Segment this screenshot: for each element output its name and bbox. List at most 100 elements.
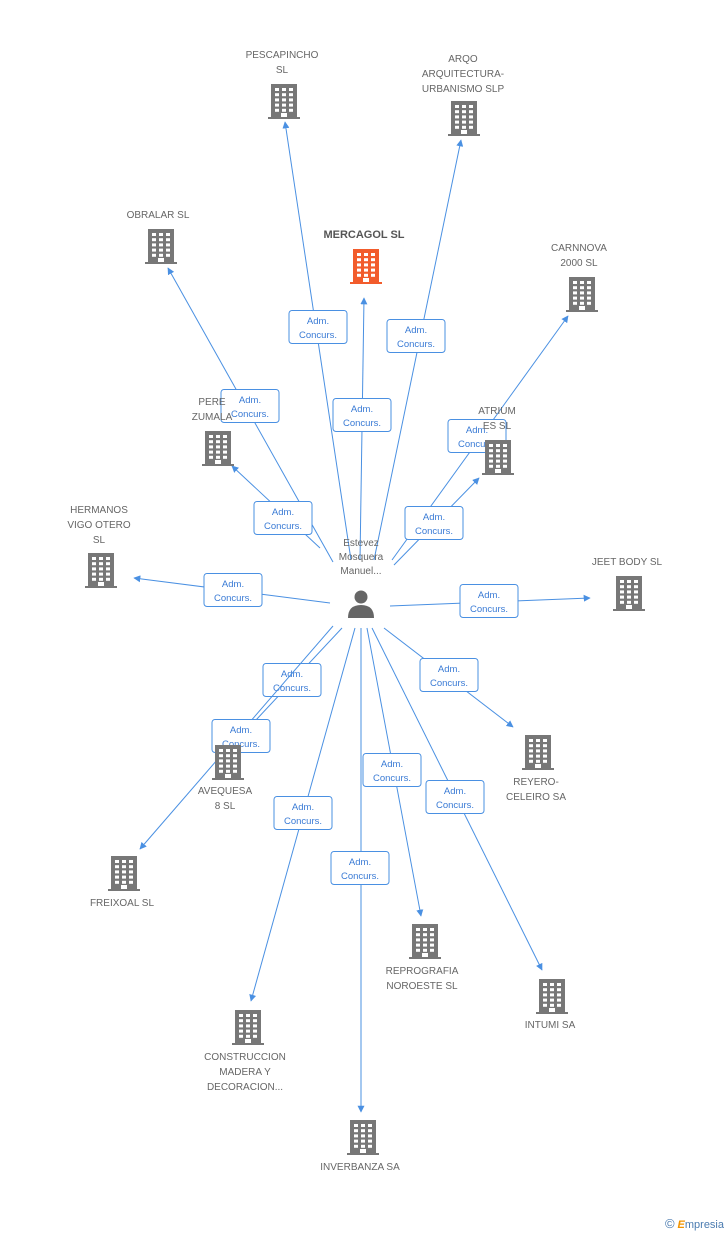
edge-reyero[interactable]: Adm.Concurs. xyxy=(383,627,514,728)
company-label-line: FREIXOAL SL xyxy=(90,898,155,909)
company-label-line: MADERA Y xyxy=(219,1067,271,1078)
copyright-symbol: © xyxy=(664,1216,675,1231)
building-icon xyxy=(482,440,514,475)
company-node-inverbanza[interactable]: INVERBANZA SA xyxy=(320,1120,400,1173)
edge-label-box xyxy=(404,506,464,540)
edge-label-line: Concurs. xyxy=(214,593,252,604)
edge-arqo[interactable]: Adm.Concurs. xyxy=(373,139,464,561)
edge-label-line: Concurs. xyxy=(273,683,311,694)
company-node-perez[interactable]: PERE ZUMALA xyxy=(192,397,234,466)
edge-label-box xyxy=(419,658,479,692)
company-label-line: SL xyxy=(276,65,289,76)
edge-label-line: Concurs. xyxy=(343,418,381,429)
company-label-line: AVEQUESA xyxy=(198,786,253,797)
edge-perez[interactable]: Adm. Concurs. xyxy=(231,465,321,549)
edge-mercagol[interactable]: Adm. Concurs. xyxy=(332,297,392,561)
company-label-line: ATRIUM xyxy=(478,406,516,417)
center-person-node[interactable]: EstevezMosqueraManuel... xyxy=(339,538,384,618)
edge-avequesa[interactable]: Adm.Concurs. xyxy=(241,627,343,736)
edge-label-line: Adm. xyxy=(423,512,445,523)
credit-footer: ©Empresia xyxy=(665,1216,724,1231)
company-node-intumi[interactable]: INTUMI SA xyxy=(525,979,576,1031)
building-icon xyxy=(448,101,480,136)
company-label-line: SL xyxy=(93,535,106,546)
building-icon xyxy=(350,249,382,284)
company-label-line: NOROESTE SL xyxy=(386,981,458,992)
company-label-line: INTUMI SA xyxy=(525,1020,576,1031)
edge-label-line: Concurs. xyxy=(373,773,411,784)
edge-label-box xyxy=(332,398,392,432)
building-icon xyxy=(108,856,140,891)
edge-label-line: Adm. xyxy=(351,404,373,415)
company-node-pescapincho[interactable]: PESCAPINCHO SL xyxy=(246,50,319,119)
edge-reprografia[interactable]: Adm. Concurs. xyxy=(362,627,424,917)
person-name-line: Manuel... xyxy=(340,566,381,577)
building-icon xyxy=(347,1120,379,1155)
edge-label-line: Adm. xyxy=(292,802,314,813)
company-label-line: ES SL xyxy=(483,421,512,432)
edge-label-box xyxy=(386,319,446,353)
edge-label-line: Adm. xyxy=(272,507,294,518)
edge-jeetbody[interactable]: Adm. Concurs. xyxy=(389,584,591,618)
edge-label-box xyxy=(362,753,422,787)
company-node-reyero[interactable]: REYERO-CELEIRO SA xyxy=(506,735,566,803)
building-icon xyxy=(522,735,554,770)
company-label-line: OBRALAR SL xyxy=(127,210,190,221)
edge-label-line: Adm. xyxy=(466,425,488,436)
company-node-atrium[interactable]: ATRIUM ES SL xyxy=(478,406,516,475)
edge-pescapincho[interactable]: Adm.Concurs. xyxy=(282,121,352,561)
person-name-line: Mosquera xyxy=(339,552,384,563)
building-icon xyxy=(536,979,568,1014)
nodes-layer: PESCAPINCHO SL ARQOARQUITECTURA-URBANISMO … xyxy=(67,50,662,1173)
company-label-line: INVERBANZA SA xyxy=(320,1162,400,1173)
edge-label-line: Concurs. xyxy=(264,521,302,532)
building-icon xyxy=(232,1010,264,1045)
person-icon xyxy=(348,590,374,618)
edge-obralar[interactable]: Adm. Concurs. xyxy=(167,267,334,563)
edge-label-line: Concurs. xyxy=(341,871,379,882)
edge-label-box xyxy=(262,663,322,697)
person-name-line: Estevez xyxy=(343,538,379,549)
edge-label-line: Concurs. xyxy=(430,678,468,689)
building-icon xyxy=(212,745,244,780)
edge-label-line: Concurs. xyxy=(458,439,496,450)
edge-intumi[interactable]: Adm. Concurs. xyxy=(371,627,543,971)
edge-label-line: Adm. xyxy=(381,759,403,770)
edge-label-box xyxy=(425,780,485,814)
edge-freixoal[interactable]: Adm. Concurs. xyxy=(139,625,334,850)
company-label-line: 2000 SL xyxy=(560,258,598,269)
company-label-line: HERMANOS xyxy=(70,505,128,516)
company-node-obralar[interactable]: OBRALAR SL xyxy=(127,210,190,264)
building-icon xyxy=(268,84,300,119)
company-label-line: ARQO xyxy=(448,54,478,65)
edge-label-line: Adm. xyxy=(478,590,500,601)
company-label-line: REYERO- xyxy=(513,777,559,788)
edge-label-line: Adm. xyxy=(444,786,466,797)
company-label-line: PERE xyxy=(198,397,226,408)
company-label-line: ZUMALA xyxy=(192,412,233,423)
edge-label-line: Concurs. xyxy=(470,604,508,615)
edge-label-line: Adm. xyxy=(230,725,252,736)
edge-label-box xyxy=(220,389,280,423)
edge-construccion[interactable]: Adm. Concurs. xyxy=(249,627,356,1002)
company-node-mercagol[interactable]: MERCAGOL SL xyxy=(323,229,405,284)
edge-label-box xyxy=(330,851,390,885)
company-node-jeetbody[interactable]: JEET BODY SL xyxy=(592,557,663,611)
edge-atrium[interactable]: Adm.Concurs. xyxy=(393,477,480,566)
brand-initial: E xyxy=(677,1219,685,1231)
edge-inverbanza[interactable]: Adm.Concurs. xyxy=(330,628,390,1113)
building-icon xyxy=(145,229,177,264)
edge-label-line: Concurs. xyxy=(222,739,260,750)
company-node-freixoal[interactable]: FREIXOAL SL xyxy=(90,856,155,909)
edge-label-line: Concurs. xyxy=(436,800,474,811)
building-icon xyxy=(202,431,234,466)
edge-hermanos[interactable]: Adm.Concurs. xyxy=(133,573,331,607)
company-label-line: PESCAPINCHO xyxy=(246,50,319,61)
edge-label-box xyxy=(253,501,313,535)
